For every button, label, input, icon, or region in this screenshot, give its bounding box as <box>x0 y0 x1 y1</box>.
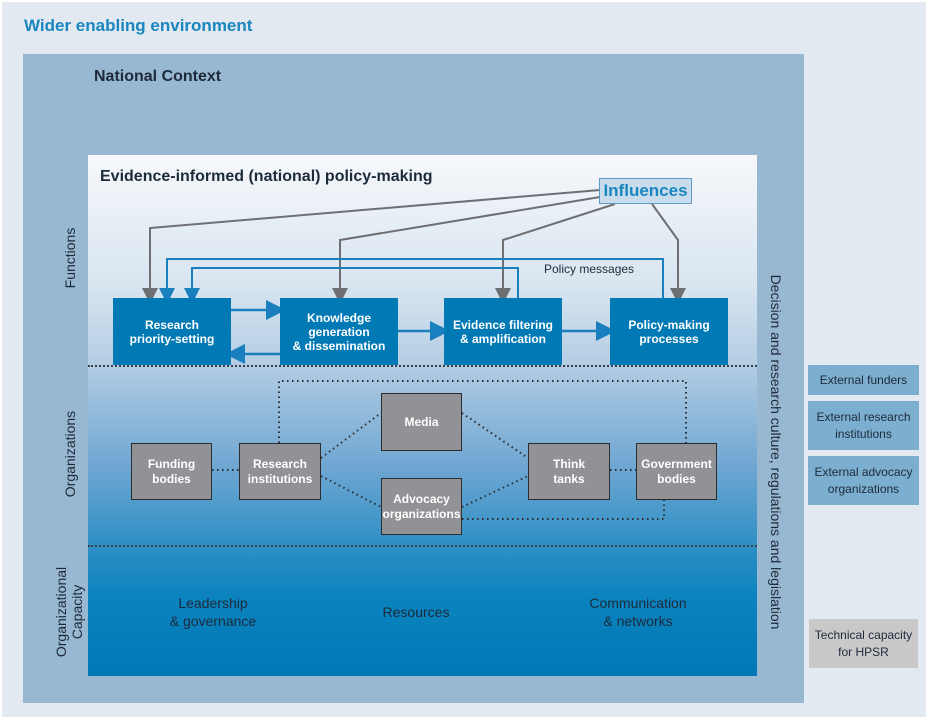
policy-message-arrow-inner <box>184 267 519 304</box>
external-line: External funders <box>819 372 908 387</box>
function-line: & dissemination <box>292 338 386 353</box>
policy-making-title: Evidence-informed (national) policy-maki… <box>100 168 433 185</box>
capacity-line: Resources <box>382 604 450 620</box>
function-line: Knowledge <box>306 310 371 325</box>
function-line: Evidence filtering <box>452 317 554 332</box>
capacity-line: Leadership <box>178 595 248 611</box>
function-research-priority-setting: Research priority-setting <box>113 298 231 365</box>
technical-capacity-box: Technical capacity for HPSR <box>809 619 918 668</box>
org-line: Media <box>404 414 439 429</box>
organizations-divider <box>88 545 757 547</box>
capacity-line: Communication <box>589 595 687 611</box>
function-knowledge-generation: Knowledge generation & dissemination <box>280 298 398 365</box>
function-line: Policy-making <box>628 317 710 332</box>
external-funders: External funders <box>808 365 919 395</box>
influence-arrow-knowledge <box>332 196 601 304</box>
org-funding-bodies: Funding bodies <box>131 443 212 500</box>
external-advocacy-organizations: External advocacy organizations <box>808 456 919 505</box>
org-think-tanks: Think tanks <box>528 443 610 500</box>
function-line: Research <box>144 317 200 332</box>
org-line: Advocacy <box>393 491 450 506</box>
org-line: Funding <box>147 456 196 471</box>
function-evidence-filtering: Evidence filtering & amplification <box>444 298 562 365</box>
org-line: Research <box>252 456 308 471</box>
capacity-leadership: Leadership & governance <box>150 594 276 630</box>
capacity-line: & governance <box>169 613 257 629</box>
org-line: institutions <box>247 471 313 486</box>
link-advocacy-think <box>461 475 529 508</box>
technical-line: Technical capacity <box>814 627 913 642</box>
influence-arrow-evidence <box>495 203 616 304</box>
org-line: Government <box>641 456 712 471</box>
policy-messages-label: Policy messages <box>544 262 635 276</box>
org-research-institutions: Research institutions <box>239 443 321 500</box>
function-line: generation <box>308 324 370 339</box>
org-media: Media <box>381 393 462 451</box>
org-line: Think <box>553 456 585 471</box>
function-policy-making-processes: Policy-making processes <box>610 298 728 365</box>
functions-divider <box>88 365 757 367</box>
external-line: External research <box>816 409 911 424</box>
wider-environment-title: Wider enabling environment <box>24 16 253 35</box>
technical-line: for HPSR <box>838 644 889 659</box>
external-line: organizations <box>827 481 900 496</box>
capacity-communication: Communication & networks <box>570 594 706 630</box>
capacity-line: & networks <box>603 613 673 629</box>
policy-message-arrow-outer <box>159 258 664 304</box>
org-line: organizations <box>382 506 461 521</box>
function-line: priority-setting <box>129 331 215 346</box>
capacity-resources: Resources <box>360 603 472 621</box>
org-line: tanks <box>553 471 585 486</box>
external-research-institutions: External research institutions <box>808 401 919 450</box>
influence-arrow-research <box>142 189 601 304</box>
external-line: External advocacy <box>814 464 913 479</box>
influence-arrow-policy <box>651 203 686 304</box>
function-line: & amplification <box>459 331 546 346</box>
org-line: bodies <box>152 471 191 486</box>
link-research-government-top <box>278 380 687 443</box>
function-line: processes <box>639 331 699 346</box>
national-context-title: National Context <box>94 68 222 85</box>
link-research-advocacy <box>320 475 382 508</box>
link-research-media <box>320 412 382 459</box>
external-line: institutions <box>835 426 892 441</box>
influences-box: Influences <box>599 178 692 204</box>
org-advocacy-organizations: Advocacy organizations <box>381 478 462 535</box>
link-advocacy-government <box>462 500 665 520</box>
org-government-bodies: Government bodies <box>636 443 717 500</box>
link-media-think <box>461 412 529 459</box>
org-line: bodies <box>657 471 696 486</box>
